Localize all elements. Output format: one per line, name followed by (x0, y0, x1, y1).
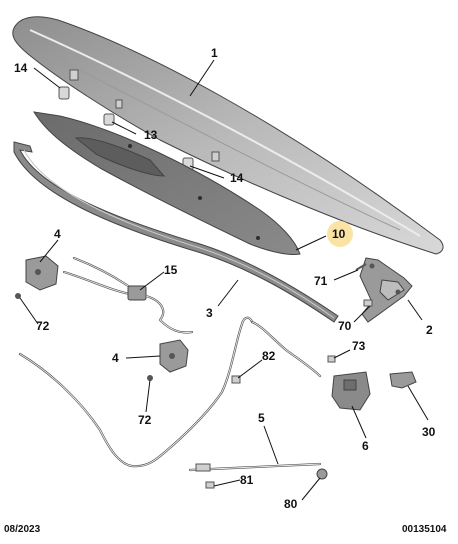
part-4-latch-upper (25, 255, 59, 291)
callout-81: 81 (240, 473, 254, 487)
part-30-bracket (389, 371, 417, 389)
callout-10-highlight (327, 221, 353, 247)
callout-14-lower: 14 (230, 171, 244, 185)
callout-82: 82 (262, 349, 276, 363)
callout-3: 3 (206, 306, 213, 320)
part-13-clip (103, 99, 123, 126)
part-1-spoiler (12, 16, 444, 255)
callout-73: 73 (352, 339, 366, 353)
callout-70: 70 (338, 319, 352, 333)
callout-71: 71 (314, 274, 328, 288)
part-82-clip (231, 375, 241, 384)
callout-14-upper: 14 (14, 61, 28, 75)
part-15-cable-module (62, 256, 194, 334)
part-10-panel (33, 111, 301, 255)
footer-date: 08/2023 (4, 524, 41, 535)
callout-5: 5 (258, 411, 265, 425)
part-6-lock (331, 371, 371, 411)
part-73-screw (327, 355, 336, 363)
callout-10: 10 (332, 227, 346, 241)
callout-80: 80 (284, 497, 298, 511)
callout-labels: 1 14 13 14 10 4 15 71 72 3 70 2 4 82 73 … (14, 46, 436, 511)
callout-6: 6 (362, 439, 369, 453)
part-2-hinge (359, 257, 413, 323)
part-5-release-cable (18, 316, 322, 472)
part-72-screw-upper (15, 293, 21, 299)
callout-13: 13 (144, 128, 158, 142)
part-3-seal (13, 141, 339, 323)
part-71-bolt (355, 263, 367, 271)
part-4-latch-lower (159, 339, 189, 373)
callout-4-upper: 4 (54, 227, 61, 241)
callout-30: 30 (422, 425, 436, 439)
callout-4-lower: 4 (112, 351, 119, 365)
part-70-bolt (363, 299, 373, 307)
part-80-handle (316, 468, 328, 480)
callout-15: 15 (164, 263, 178, 277)
part-81-clip (205, 481, 215, 489)
callout-2: 2 (426, 323, 433, 337)
callout-1: 1 (211, 46, 218, 60)
part-72-screw-lower (147, 375, 153, 381)
callout-72-upper: 72 (36, 319, 50, 333)
part-14-clip-upper (58, 69, 79, 100)
callout-72-lower: 72 (138, 413, 152, 427)
leader-lines (19, 59, 429, 501)
footer-reference: 00135104 (402, 524, 447, 535)
